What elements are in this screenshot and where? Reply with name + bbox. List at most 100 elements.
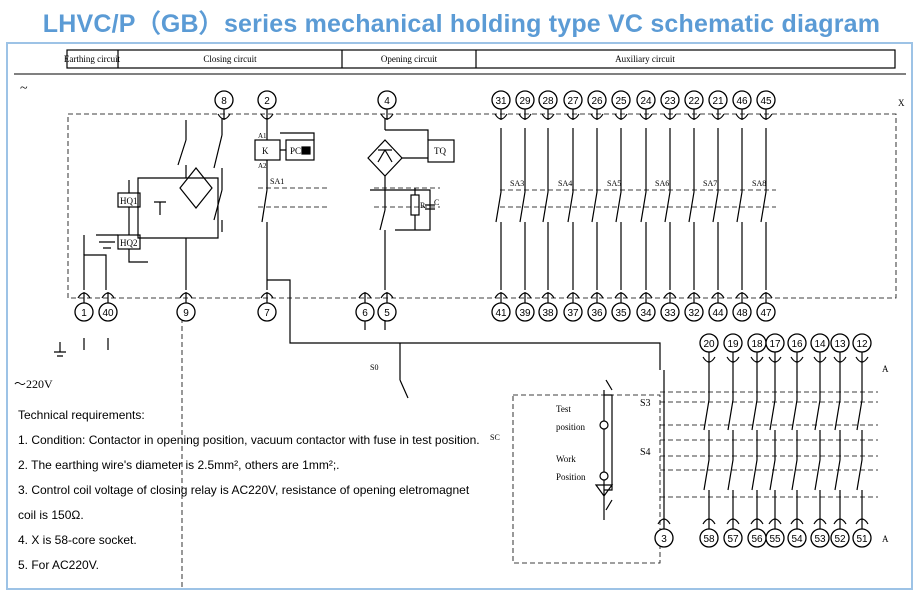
supply-voltage-label: ～220V xyxy=(14,377,53,391)
terminal-a-top-12: 12 xyxy=(852,333,872,363)
terminal-bottom-7-label: 7 xyxy=(264,308,270,319)
aux-contact-1 xyxy=(495,128,502,290)
switch-sa8-label: SA8 xyxy=(752,179,766,188)
terminal-top-26-label: 26 xyxy=(591,96,603,107)
aux-contact-12 xyxy=(760,128,767,290)
terminal-bottom-5-label: 5 xyxy=(384,308,390,319)
terminal-a-bottom-56: 56 xyxy=(747,518,767,548)
terminal-a-top-16-label: 16 xyxy=(791,339,803,350)
a-contact-5 xyxy=(791,362,798,520)
terminal-bottom-1: 1 xyxy=(74,292,94,322)
terminal-top-2-label: 2 xyxy=(264,96,270,107)
switch-sa3-label: SA3 xyxy=(510,179,524,188)
terminal-bottom-47: 47 xyxy=(756,292,776,322)
a-contact-3 xyxy=(751,362,758,520)
terminal-top-24-label: 24 xyxy=(640,96,652,107)
diagram-frame xyxy=(6,42,913,590)
terminal-a-bottom-52: 52 xyxy=(830,518,850,548)
tq-label: TQ xyxy=(434,146,446,156)
terminal-top-28: 28 xyxy=(538,90,558,120)
terminal-bottom-37-label: 37 xyxy=(567,308,579,319)
terminal-bottom-41-label: 41 xyxy=(495,308,507,319)
section-header xyxy=(14,49,906,75)
terminal-a-bottom-51: 51 xyxy=(852,518,872,548)
terminal-bottom-34-label: 34 xyxy=(640,308,652,319)
terminal-a-bottom-51-label: 51 xyxy=(856,534,868,545)
terminal-bottom-9-label: 9 xyxy=(183,308,189,319)
terminal-top-21-label: 21 xyxy=(712,96,724,107)
r-label: R xyxy=(420,201,426,210)
terminal-a-top-18: 18 xyxy=(747,333,767,363)
socket-x-label: X xyxy=(898,98,905,108)
terminal-top-8: 8 xyxy=(214,90,234,120)
k-coil-label: K xyxy=(262,146,269,156)
terminal-a-top-13-label: 13 xyxy=(834,339,846,350)
terminal-a-bottom-56-label: 56 xyxy=(751,534,763,545)
terminal-a-top-17: 17 xyxy=(765,333,785,363)
terminal-bottom-48-label: 48 xyxy=(736,308,748,319)
section-opening-label: Opening circuit xyxy=(381,54,438,64)
terminal-a-bottom-55-label: 55 xyxy=(769,534,781,545)
terminal-bottom-38: 38 xyxy=(538,292,558,322)
terminal-a-bottom-53-label: 53 xyxy=(814,534,826,545)
terminal-a-top-14-label: 14 xyxy=(814,339,826,350)
aux-contact-4 xyxy=(567,128,574,290)
note-3-cont: coil is 150Ω. xyxy=(18,508,84,522)
terminal-top-28-label: 28 xyxy=(542,96,554,107)
terminal-bottom-36-label: 36 xyxy=(591,308,603,319)
terminal-bottom-36: 36 xyxy=(587,292,607,322)
terminal-top-25: 25 xyxy=(611,90,631,120)
terminal-bottom-35-label: 35 xyxy=(615,308,627,319)
aux-contact-5 xyxy=(591,128,598,290)
c-label: C xyxy=(434,198,439,207)
terminal-top-27-label: 27 xyxy=(567,96,579,107)
terminal-a-top-19-label: 19 xyxy=(727,339,739,350)
legend-work-label: Work xyxy=(556,454,576,464)
terminal-bottom-39: 39 xyxy=(515,292,535,322)
terminal-bottom-44: 44 xyxy=(708,292,728,322)
terminal-top-45-label: 45 xyxy=(760,96,772,107)
terminal-top-2: 2 xyxy=(257,90,277,120)
terminal-top-24: 24 xyxy=(636,90,656,120)
aux-contact-11 xyxy=(736,128,743,290)
terminal-a-bottom-58: 58 xyxy=(699,518,719,548)
terminal-a-top-19: 19 xyxy=(723,333,743,363)
sa1-label: SA1 xyxy=(270,177,284,186)
terminal-top-29: 29 xyxy=(515,90,535,120)
terminal-a-bottom-52-label: 52 xyxy=(834,534,846,545)
a-contact-2 xyxy=(727,362,734,520)
terminal-a-bottom-54-label: 54 xyxy=(791,534,803,545)
note-2: 2. The earthing wire's diameter is 2.5mm… xyxy=(18,458,340,472)
terminal-top-22-label: 22 xyxy=(688,96,700,107)
terminal-bottom-47-label: 47 xyxy=(760,308,772,319)
terminal-top-4: 4 xyxy=(377,90,397,120)
terminal-top-26: 26 xyxy=(587,90,607,120)
aux-contact-2 xyxy=(519,128,526,290)
section-earthing-label: Earthing circuit xyxy=(64,54,121,64)
terminal-top-46: 46 xyxy=(732,90,752,120)
s3-label: S3 xyxy=(640,398,651,409)
terminal-bottom-35: 35 xyxy=(611,292,631,322)
terminal-top-4-label: 4 xyxy=(384,96,390,107)
ac-symbol: ~ xyxy=(20,81,28,96)
terminal-a-top-20-label: 20 xyxy=(703,339,715,350)
terminal-a-top-17-label: 17 xyxy=(769,339,781,350)
pc-label: PC xyxy=(290,146,301,156)
legend-test-label: Test xyxy=(556,404,571,414)
switch-sa6-label: SA6 xyxy=(655,179,669,188)
terminal-a-bottom-3-label: 3 xyxy=(661,534,667,545)
terminal-top-8-label: 8 xyxy=(221,96,227,107)
terminal-top-23-label: 23 xyxy=(664,96,676,107)
terminal-top-29-label: 29 xyxy=(519,96,531,107)
legend-work-position: Position xyxy=(556,472,586,482)
section-closing-label: Closing circuit xyxy=(203,54,257,64)
component-labels: HQ1 HQ2 K PC TQ A1 A2 SA1 R C S0 SC S3 S… xyxy=(120,132,889,544)
terminal-a-top-12-label: 12 xyxy=(856,339,868,350)
terminal-bottom-32: 32 xyxy=(684,292,704,322)
terminal-a-top-16: 16 xyxy=(787,333,807,363)
terminal-bottom-33-label: 33 xyxy=(664,308,676,319)
terminal-a-top-14: 14 xyxy=(810,333,830,363)
note-5: 5. For AC220V. xyxy=(18,558,99,572)
a-contact-6 xyxy=(814,362,821,520)
